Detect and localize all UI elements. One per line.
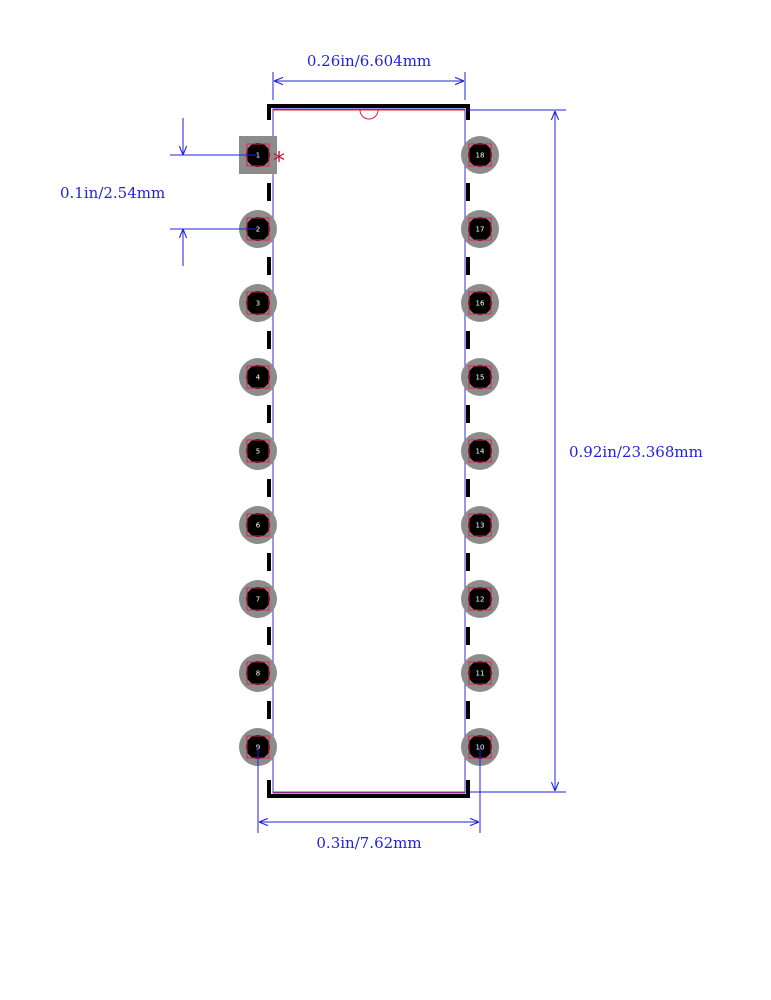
pad-outline — [468, 513, 492, 537]
pad-13: 13 — [461, 506, 499, 544]
pad-outline — [246, 365, 270, 389]
body-length-label: 0.92in/23.368mm — [569, 443, 703, 461]
body-assembly-outline — [272, 108, 466, 794]
pitch-label: 0.1in/2.54mm — [60, 184, 165, 202]
pin-number-label: 8 — [256, 670, 260, 678]
pad-hole — [468, 513, 492, 537]
pad-hole — [246, 661, 270, 685]
pad-5: 5 — [239, 432, 277, 470]
pad-7: 7 — [239, 580, 277, 618]
pad-hole — [246, 439, 270, 463]
pad-outline — [468, 365, 492, 389]
pad-outline — [246, 513, 270, 537]
pin-number-label: 3 — [256, 300, 260, 308]
pin-number-label: 13 — [476, 522, 485, 530]
pin-number-label: 17 — [476, 226, 485, 234]
pad-17: 17 — [461, 210, 499, 248]
pad-hole — [468, 217, 492, 241]
pin-number-label: 5 — [256, 448, 260, 456]
pad-6: 6 — [239, 506, 277, 544]
pad-outline — [246, 291, 270, 315]
pad-hole — [246, 291, 270, 315]
pad-hole — [468, 439, 492, 463]
pad-hole — [468, 291, 492, 315]
pad-11: 11 — [461, 654, 499, 692]
pin1-notch — [359, 109, 379, 120]
pad-outline — [246, 661, 270, 685]
pad-outline — [468, 587, 492, 611]
dimension-body-length: 0.92in/23.368mm — [468, 109, 703, 793]
pad-18: 18 — [461, 136, 499, 174]
body-width-label: 0.26in/6.604mm — [307, 52, 431, 70]
pad-14: 14 — [461, 432, 499, 470]
pad-outline — [468, 439, 492, 463]
pad-12: 12 — [461, 580, 499, 618]
pad-hole — [246, 587, 270, 611]
pad-outline — [468, 217, 492, 241]
pad-hole — [468, 661, 492, 685]
pad-8: 8 — [239, 654, 277, 692]
pin-number-label: 15 — [476, 374, 485, 382]
pin-number-label: 4 — [256, 374, 261, 382]
pad-outline — [246, 587, 270, 611]
pad-16: 16 — [461, 284, 499, 322]
pad-outline — [468, 143, 492, 167]
silkscreen-side-dashes — [267, 183, 470, 719]
pad-hole — [468, 365, 492, 389]
row-spacing-label: 0.3in/7.62mm — [316, 834, 421, 852]
pad-hole — [468, 587, 492, 611]
pin-number-label: 7 — [256, 596, 260, 604]
pad-group: 123456789181716151413121110 — [239, 136, 499, 766]
dimension-row-spacing: 0.3in/7.62mm — [257, 747, 481, 852]
pad-hole — [246, 365, 270, 389]
pin-number-label: 16 — [476, 300, 485, 308]
pad-hole — [246, 513, 270, 537]
pad-outline — [246, 439, 270, 463]
pad-outline — [468, 291, 492, 315]
pad-outline — [468, 661, 492, 685]
pad-4: 4 — [239, 358, 277, 396]
pad-hole — [468, 143, 492, 167]
pin1-marker: * — [273, 147, 285, 175]
pin-number-label: 18 — [476, 152, 485, 160]
pad-15: 15 — [461, 358, 499, 396]
pin-number-label: 14 — [476, 448, 485, 456]
pad-3: 3 — [239, 284, 277, 322]
dimension-body-width: 0.26in/6.604mm — [272, 52, 466, 100]
pin-number-label: 11 — [476, 670, 485, 678]
dimension-pitch: 0.1in/2.54mm — [60, 118, 258, 266]
pin-number-label: 6 — [256, 522, 261, 530]
pin-number-label: 12 — [476, 596, 485, 604]
